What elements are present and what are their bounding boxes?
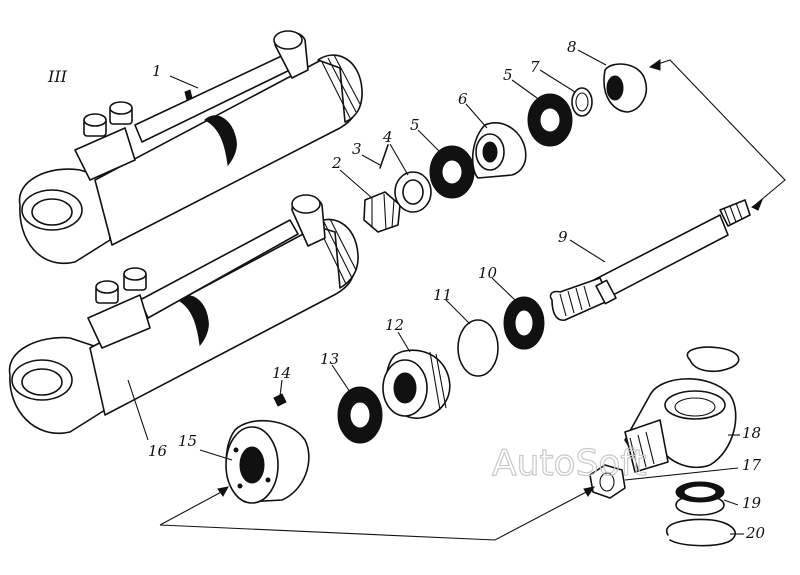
label-15: 15 <box>178 432 197 450</box>
view-label: III <box>47 67 68 86</box>
part-6-bushing <box>471 122 527 179</box>
leader-lines <box>127 49 744 535</box>
watermark: AutoSoft <box>492 443 647 484</box>
part-8-cap <box>603 63 647 113</box>
label-1: 1 <box>152 62 162 80</box>
part-12-gland <box>382 349 451 419</box>
part-5-seal-right <box>527 93 573 147</box>
part-5-seal-left <box>429 145 475 199</box>
label-4: 4 <box>382 128 393 146</box>
label-7: 7 <box>530 58 540 76</box>
label-18: 18 <box>742 424 761 442</box>
label-17: 17 <box>742 456 762 474</box>
part-13-seal <box>337 386 383 444</box>
part-7-ring <box>571 87 593 117</box>
part-4-washer <box>394 171 432 213</box>
part-9-piston-rod <box>549 199 751 321</box>
part-20-snap-ring <box>665 518 736 547</box>
upper-cylinder-assembly <box>18 30 363 265</box>
part-19-bushing <box>675 481 725 516</box>
label-2: 2 <box>331 154 342 172</box>
part-15-piston <box>225 419 310 504</box>
label-14: 14 <box>272 364 291 382</box>
label-16: 16 <box>148 442 168 460</box>
label-12: 12 <box>385 316 404 334</box>
part-11-o-ring <box>457 319 499 377</box>
part-10-seal <box>503 296 545 350</box>
part-18-rod-end <box>624 378 737 473</box>
part-17-nut <box>589 464 626 499</box>
part-labels: 1 2 3 4 5 6 5 7 8 9 10 11 12 13 14 15 16… <box>148 38 766 542</box>
label-6: 6 <box>458 90 468 108</box>
label-5a: 5 <box>410 116 420 134</box>
part-snap-ring-top <box>686 346 740 373</box>
part-3-cotter-pin <box>379 144 389 169</box>
part-2-castle-nut <box>363 191 401 233</box>
label-11: 11 <box>433 286 452 304</box>
label-5b: 5 <box>503 66 513 84</box>
label-10: 10 <box>478 264 498 282</box>
label-3: 3 <box>352 140 362 158</box>
label-13: 13 <box>320 350 339 368</box>
label-8: 8 <box>567 38 577 56</box>
label-19: 19 <box>742 494 762 512</box>
assembly-arrows <box>159 59 786 541</box>
label-9: 9 <box>558 228 568 246</box>
lower-cylinder-assembly <box>8 194 359 435</box>
part-14-plug <box>273 393 287 407</box>
label-20: 20 <box>745 524 766 542</box>
